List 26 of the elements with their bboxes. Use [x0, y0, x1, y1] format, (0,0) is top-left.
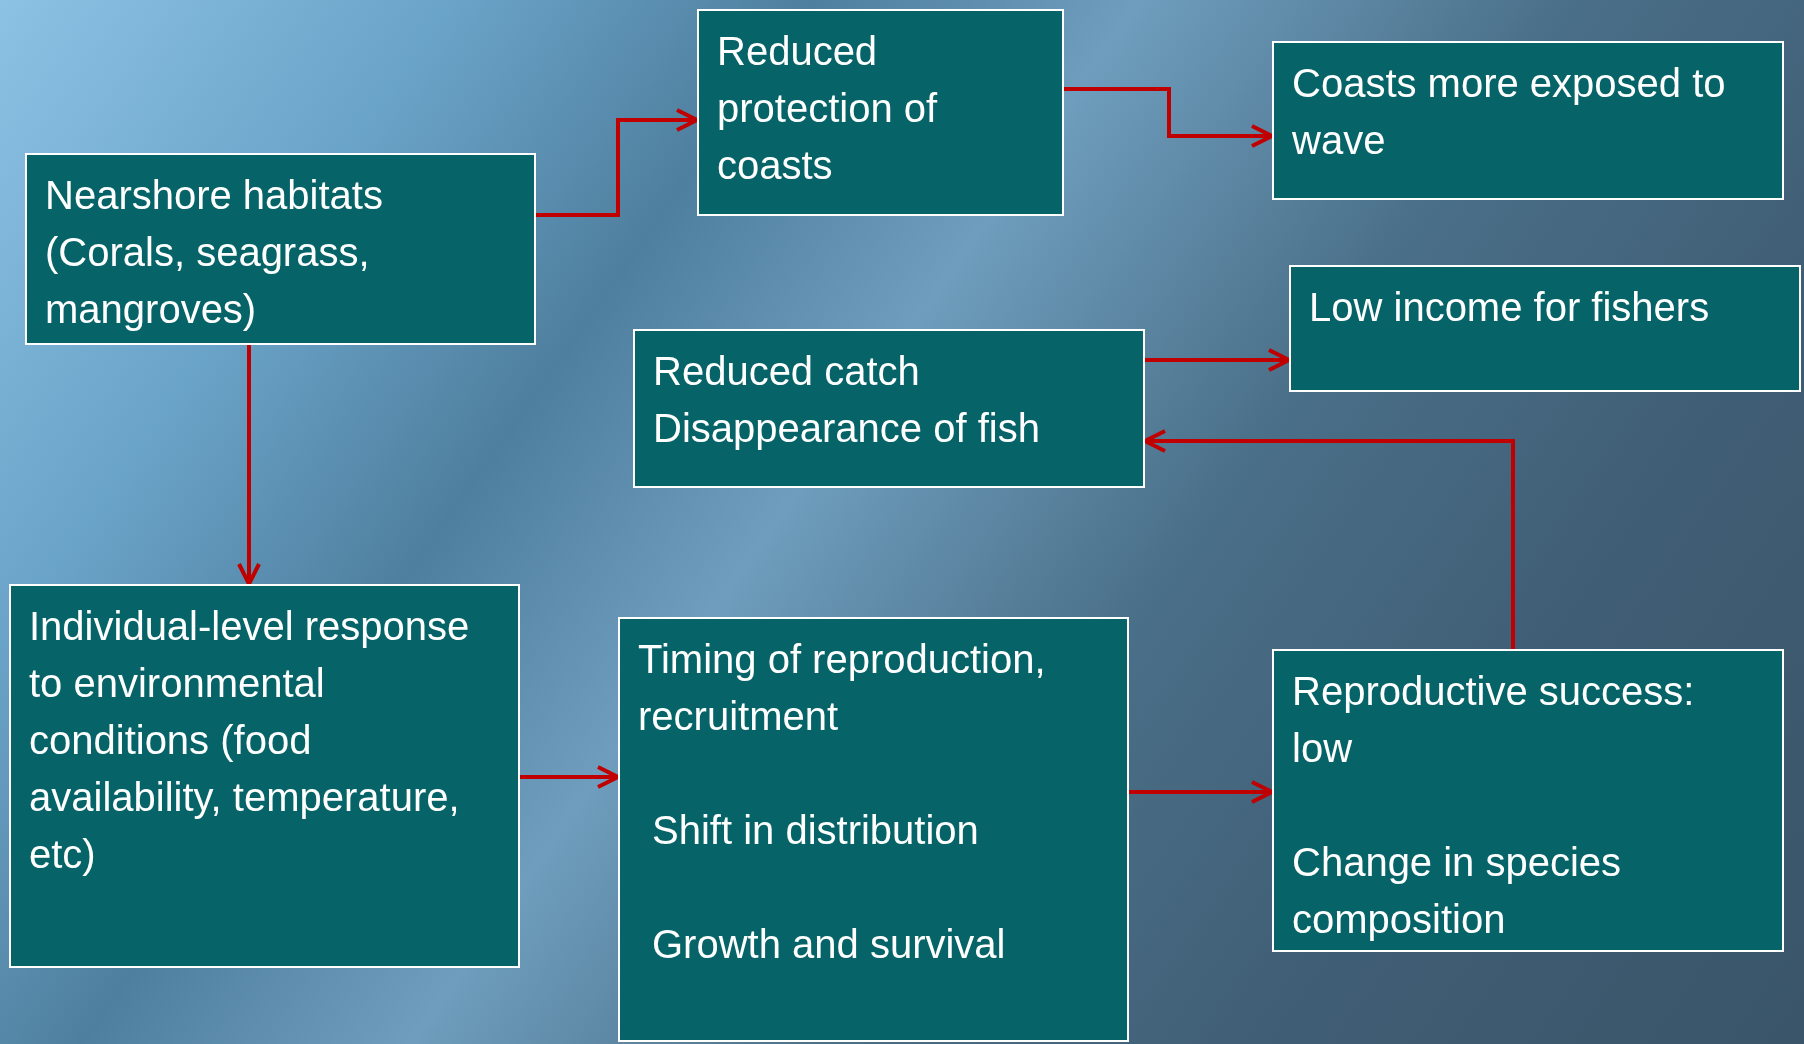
- box-text: Reproductive success: low: [1292, 668, 1696, 772]
- box-text: Nearshore habitats (Corals, seagrass, mangroves): [45, 172, 384, 333]
- process-box: [1272, 41, 1784, 200]
- process-box: [618, 617, 1129, 1042]
- box-text: Reduced catch: [653, 348, 921, 395]
- box-text: Shift in distribution: [651, 807, 980, 854]
- process-box: [633, 329, 1145, 488]
- process-box: [697, 9, 1064, 216]
- arrow: [520, 765, 620, 789]
- arrow: [1064, 87, 1274, 148]
- box-text: Timing of reproduction, recruitment: [638, 636, 1047, 740]
- box-text: Reduced protection of coasts: [717, 28, 939, 189]
- process-box: [9, 584, 520, 968]
- box-text: Individual-level response to environmental conditions (food availability, temperature, etc): [29, 603, 471, 878]
- process-box: [1289, 265, 1801, 392]
- box-text: Change in species composition: [1292, 839, 1623, 943]
- arrow: [1129, 780, 1274, 804]
- arrow: [237, 345, 261, 586]
- box-text: Coasts more exposed to wave: [1292, 60, 1727, 164]
- box-text: Low income for fishers: [1309, 284, 1711, 331]
- box-text: Disappearance of fish: [653, 405, 1041, 452]
- arrow: [1145, 348, 1291, 372]
- process-box: [25, 153, 536, 345]
- box-text: Growth and survival: [651, 921, 1007, 968]
- process-box: [1272, 649, 1784, 952]
- arrow: [536, 108, 699, 217]
